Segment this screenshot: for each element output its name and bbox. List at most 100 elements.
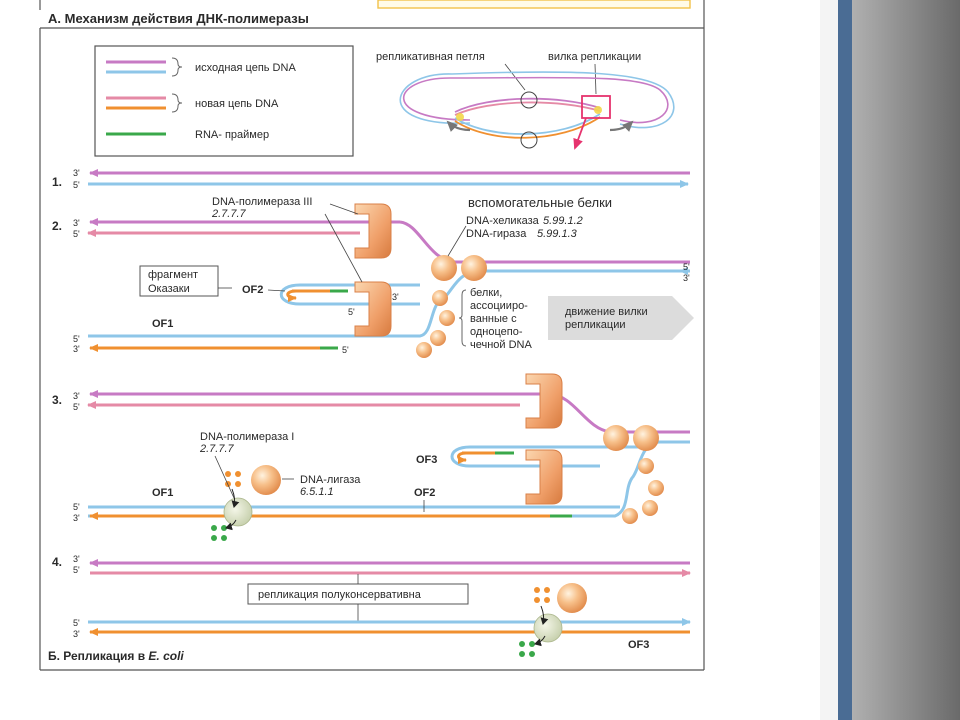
- loop-circle-bottom: [520, 131, 538, 149]
- legend-parent-label: исходная цепь DNA: [195, 62, 296, 74]
- helicase-icon: [603, 425, 629, 451]
- step-1: 1. 3' 5': [52, 168, 690, 190]
- page-shadow: [852, 0, 960, 720]
- legend-primer-label: RNA- праймер: [195, 129, 269, 141]
- pol3-leading-icon: [525, 373, 563, 429]
- loop-right-arrow: [609, 120, 634, 132]
- gyrase-icon: [461, 255, 487, 281]
- gyrase-name: DNA-гираза: [466, 228, 527, 240]
- pol3-name: DNA-полимераза III: [212, 196, 312, 208]
- ssb-protein-icon: [622, 508, 638, 524]
- step-4: 4. 3' 5' репликация полуконсервативна 5'…: [52, 554, 691, 657]
- aux-proteins-label: вспомогательные белки: [468, 195, 612, 210]
- step-4-of3-label: OF3: [628, 639, 649, 651]
- pol3-ec: 2.7.7.7: [211, 208, 247, 220]
- legend-brace-1: [171, 57, 183, 77]
- step-1-end-5: 5': [73, 180, 80, 190]
- gyrase-ec: 5.99.1.3: [537, 228, 578, 240]
- fork-movement-label-2: репликации: [565, 319, 626, 331]
- step-2-of2-label: OF2: [242, 284, 263, 296]
- step-3-of2-label: OF2: [414, 487, 435, 499]
- loop-circle-top: [520, 91, 538, 109]
- step-4-end-3: 3': [73, 554, 80, 564]
- replication-fork-label: вилка репликации: [548, 51, 641, 63]
- step-4-end-5: 5': [73, 565, 80, 575]
- step-2-of1-label: OF1: [152, 318, 173, 330]
- ssb-label-4: одноцепо-: [470, 326, 523, 338]
- step-2-end-3: 3': [73, 218, 80, 228]
- okazaki-label-2: Оказаки: [148, 283, 190, 295]
- pol1-icon: [533, 613, 563, 643]
- section-a-title: А. Механизм действия ДНК-полимеразы: [48, 11, 309, 26]
- replication-loop-label: репликативная петля: [376, 51, 485, 63]
- ssb-label-2: ассоцииро-: [470, 300, 528, 312]
- step-2-end-3b: 3': [73, 344, 80, 354]
- step-2-end-5: 5': [73, 229, 80, 239]
- pol3-leading-icon: [354, 203, 392, 259]
- step-3-parent-blue: [88, 440, 690, 518]
- legend-brace-2: [171, 93, 183, 113]
- ssb-protein-icon: [638, 458, 654, 474]
- step-4-number: 4.: [52, 555, 62, 569]
- step-3-number: 3.: [52, 393, 62, 407]
- legend-box: [94, 45, 354, 157]
- section-b-title: Б. Репликация в E. coli: [48, 649, 184, 663]
- ssb-protein-icon: [416, 342, 432, 358]
- step-4-end-5b: 5': [73, 618, 80, 628]
- pol3-lagging-icon: [525, 449, 563, 505]
- pol1-icon: [223, 497, 253, 527]
- helicase-ec: 5.99.1.2: [543, 215, 583, 227]
- zoom-arrow: [573, 117, 587, 150]
- ssb-brace: [458, 289, 467, 347]
- ssb-protein-icon: [430, 330, 446, 346]
- step-1-end-3: 3': [73, 168, 80, 178]
- gyrase-icon: [633, 425, 659, 451]
- step-3-end-3: 3': [73, 391, 80, 401]
- fork-movement-arrow: [548, 296, 694, 340]
- section-b-title-prefix: Б. Репликация в: [48, 649, 148, 663]
- page-binding: [838, 0, 852, 720]
- step-2: 2. 3' 5' 5' 3' 5' 3' 5' 3' 5': [52, 195, 694, 358]
- step-2-end-3r: 3': [683, 273, 690, 283]
- ssb-label-1: белки,: [470, 287, 502, 299]
- step-4-end-3b: 3': [73, 629, 80, 639]
- okazaki-label-box: [139, 265, 219, 297]
- step-2-end-3m: 3': [392, 292, 399, 302]
- semiconservative-label: репликация полуконсервативна: [258, 589, 422, 601]
- fork-highlight-box: [581, 95, 611, 119]
- step-3-lagging-loop: [450, 445, 640, 468]
- section-b-title-organism: E. coli: [148, 649, 184, 663]
- step-1-number: 1.: [52, 175, 62, 189]
- step-2-number: 2.: [52, 219, 62, 233]
- pol1-name: DNA-полимераза I: [200, 431, 294, 443]
- step-3-end-5: 5': [73, 402, 80, 412]
- ssb-protein-icon: [439, 310, 455, 326]
- ssb-protein-icon: [432, 290, 448, 306]
- top-yellow-box: [377, 0, 691, 9]
- page-edge: [820, 0, 838, 720]
- ligase-icon: [251, 465, 281, 495]
- step-3-of3-label: OF3: [416, 454, 437, 466]
- ligase-name: DNA-лигаза: [300, 474, 361, 486]
- step-3-of1-label: OF1: [152, 487, 173, 499]
- step-2-lagging-loop: [279, 283, 420, 306]
- step-2-end-5m: 5': [348, 307, 355, 317]
- ligase-ec: 6.5.1.1: [300, 486, 334, 498]
- helicase-icon: [431, 255, 457, 281]
- step-2-end-5b: 5': [73, 334, 80, 344]
- ssb-protein-icon: [642, 500, 658, 516]
- okazaki-label-1: фрагмент: [148, 269, 198, 281]
- step-3-end-3b: 3': [73, 513, 80, 523]
- step-3-end-5b: 5': [73, 502, 80, 512]
- step-3: 3. 3' 5' 5' 3' DNA-пол: [52, 373, 690, 541]
- step-2-end-5of1: 5': [342, 345, 349, 355]
- pol3-lagging-icon: [354, 281, 392, 337]
- helicase-name: DNA-хеликаза: [466, 215, 540, 227]
- replication-overview: репликативная петля вилка репликации: [376, 51, 675, 150]
- ssb-label-5: чечной DNA: [470, 339, 532, 351]
- fork-movement-label-1: движение вилки: [565, 306, 648, 318]
- pol1-ec: 2.7.7.7: [199, 443, 235, 455]
- legend: исходная цепь DNA новая цепь DNA RNA- пр…: [94, 45, 354, 157]
- step-2-end-5r: 5': [683, 262, 690, 272]
